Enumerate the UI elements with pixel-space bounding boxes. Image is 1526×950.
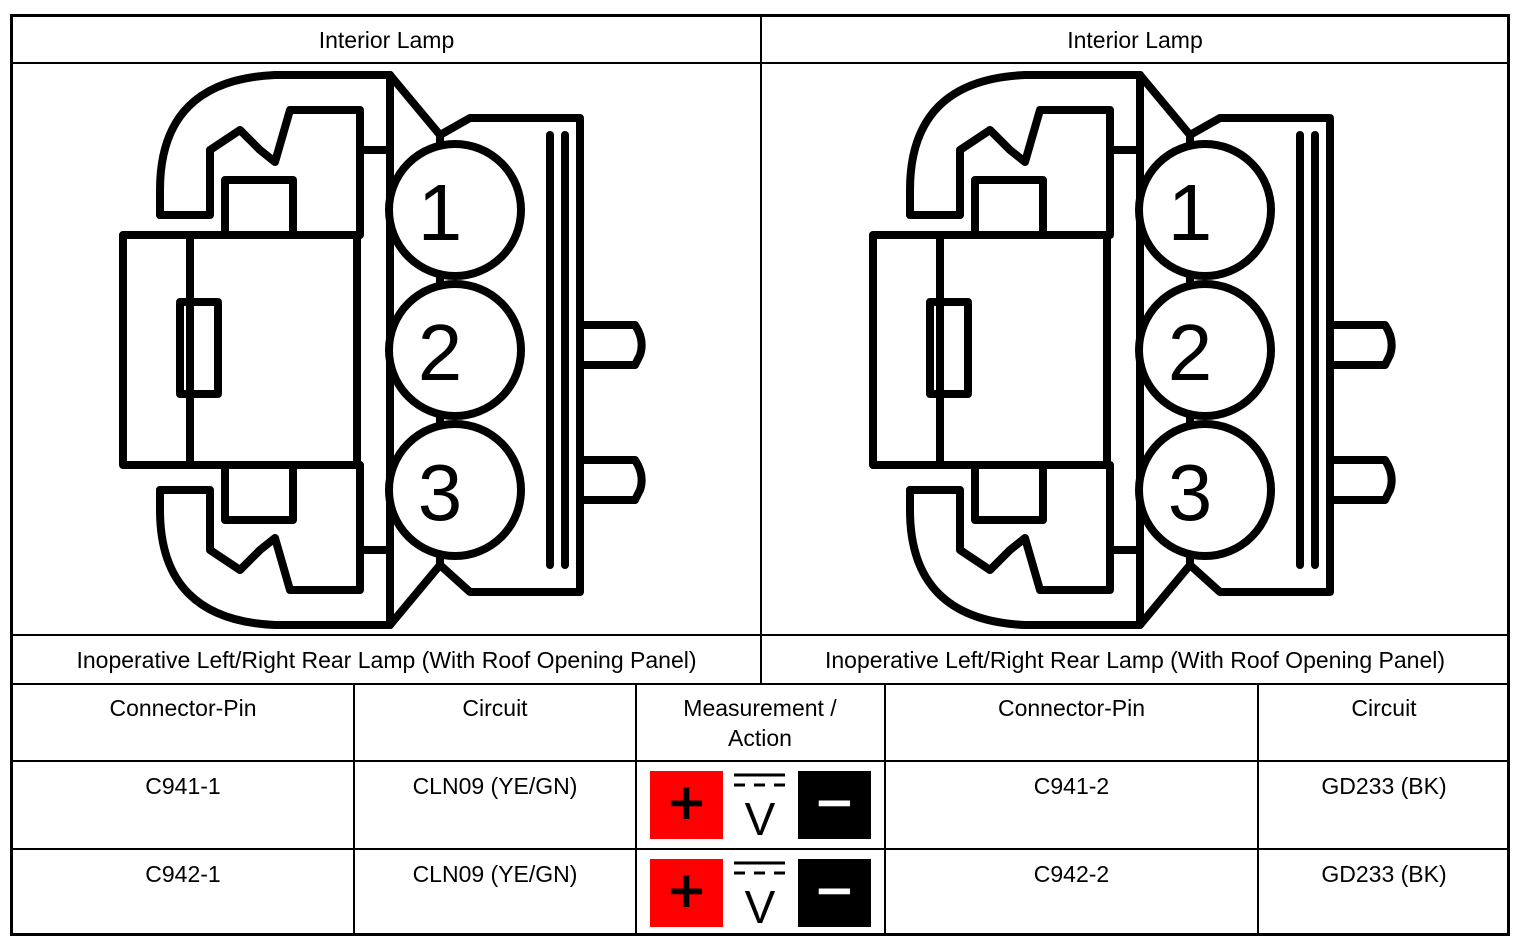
grid-line (10, 760, 1510, 762)
header-circuit: Circuit (1351, 695, 1417, 721)
table-cell-circuit-a: CLN09 (YE/GN) (412, 861, 578, 887)
pin-label: 2 (418, 308, 463, 397)
connector-diagram-right: 1 2 3 (869, 71, 1396, 629)
negative-symbol: − (814, 773, 856, 831)
grid-line (884, 684, 886, 936)
panel-caption-left: Inoperative Left/Right Rear Lamp (With R… (76, 647, 697, 673)
table-cell-pin-b: C941-2 (1033, 773, 1110, 799)
grid-line (1257, 684, 1259, 936)
table-cell-circuit-a: CLN09 (YE/GN) (412, 773, 578, 799)
grid-line (635, 684, 637, 936)
grid-line (10, 848, 1510, 850)
negative-probe-icon (798, 771, 871, 839)
panel-caption-right: Inoperative Left/Right Rear Lamp (With R… (824, 647, 1446, 673)
header-connector-pin: Connector-Pin (109, 695, 257, 721)
table-cell-pin-a: C942-1 (145, 861, 221, 887)
positive-symbol: + (666, 861, 708, 919)
pin-label: 1 (418, 168, 463, 257)
grid-line (760, 14, 762, 685)
panel-title-left: Interior Lamp (318, 27, 455, 53)
positive-probe-icon (650, 771, 723, 839)
pin-label: 3 (1168, 448, 1213, 537)
header-connector-pin: Connector-Pin (997, 695, 1146, 721)
volt-unit: V (745, 793, 776, 839)
negative-symbol: − (814, 861, 856, 919)
table-cell-pin-b: C942-2 (1033, 861, 1110, 887)
volt-unit: V (745, 881, 776, 927)
pin-label: 1 (1168, 168, 1213, 257)
table-cell-pin-a: C941-1 (145, 773, 221, 799)
negative-probe-icon (798, 859, 871, 927)
pin-label: 2 (1168, 308, 1213, 397)
table-cell-circuit-b: GD233 (BK) (1321, 773, 1447, 799)
pin-label: 3 (418, 448, 463, 537)
positive-probe-icon (650, 859, 723, 927)
voltmeter-icon: + V − (650, 771, 871, 839)
header-measurement-action: Measurement / Action (683, 695, 837, 751)
header-circuit: Circuit (462, 695, 528, 721)
panel-title-right: Interior Lamp (1067, 27, 1203, 53)
connector-diagram-left: 1 2 3 (119, 71, 646, 629)
voltmeter-icon: + V − (650, 859, 871, 927)
table-cell-circuit-b: GD233 (BK) (1321, 861, 1447, 887)
positive-symbol: + (666, 773, 708, 831)
grid-line (353, 684, 355, 936)
